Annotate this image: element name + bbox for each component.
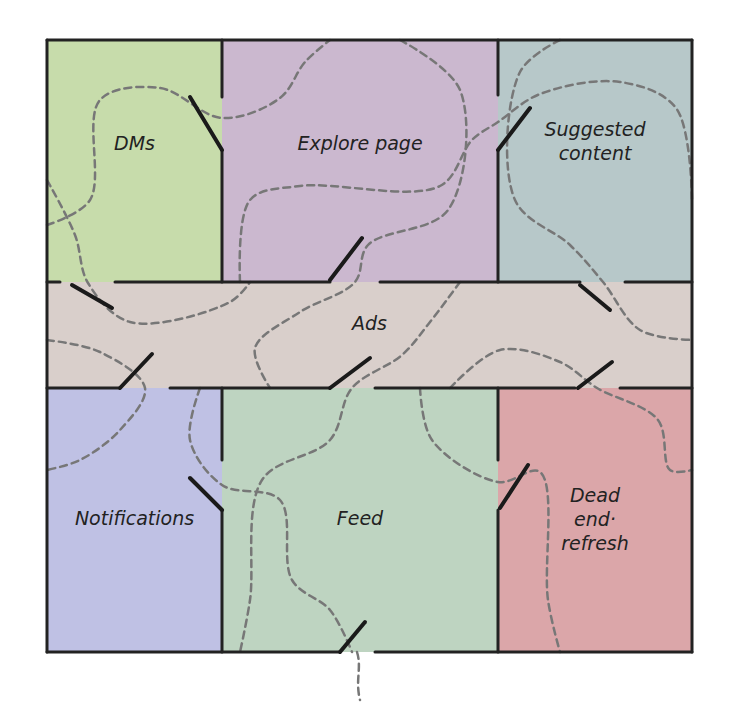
footpath <box>47 40 330 225</box>
door-leaf <box>578 362 612 388</box>
walls <box>47 40 692 652</box>
wall <box>221 388 224 460</box>
wall <box>47 281 60 284</box>
wall <box>221 510 224 652</box>
footpath <box>189 388 352 652</box>
wall <box>497 40 500 95</box>
door-leaf <box>190 478 222 510</box>
door-leaf <box>340 622 365 652</box>
door-leaf <box>190 97 222 150</box>
wall <box>380 281 580 284</box>
door-leaf <box>498 108 530 150</box>
footpath <box>420 388 560 652</box>
footpath <box>255 40 467 388</box>
wall <box>47 387 120 390</box>
footpath <box>47 180 250 324</box>
room-fill <box>47 282 692 388</box>
room: Explore page <box>222 40 498 282</box>
room-fill <box>47 40 222 282</box>
wall <box>46 40 49 652</box>
door-leaf <box>72 285 112 308</box>
wall <box>497 388 500 460</box>
door-leaf <box>120 354 152 388</box>
door-leaf <box>330 238 362 280</box>
room-label: DMs <box>114 132 155 156</box>
wall <box>170 387 330 390</box>
room: Suggested content <box>498 40 692 282</box>
wall <box>620 387 692 390</box>
doors <box>72 97 612 652</box>
wall <box>625 281 692 284</box>
door-leaf <box>500 465 528 508</box>
door-leaf <box>580 285 610 310</box>
footpath <box>240 282 460 652</box>
wall <box>221 150 224 282</box>
room-label: Explore page <box>297 132 422 156</box>
exit-footpath <box>357 652 360 700</box>
footpath <box>507 40 692 340</box>
wall <box>497 150 500 282</box>
footpath <box>47 340 145 470</box>
room-label: Dead end· refresh <box>554 484 636 555</box>
room: DMs <box>47 40 222 282</box>
room-label: Feed <box>337 507 383 531</box>
room-label: Ads <box>352 312 387 336</box>
room-fills <box>47 40 692 652</box>
room-label: Suggested content <box>533 118 658 166</box>
room-fill <box>498 388 692 652</box>
room-label: Notifications <box>75 507 194 531</box>
room-fill <box>222 40 498 282</box>
room: Notifications <box>47 388 222 652</box>
wall <box>375 387 575 390</box>
wall <box>47 39 692 42</box>
door-leaf <box>330 358 370 388</box>
wall <box>497 510 500 652</box>
room: Ads <box>47 282 692 388</box>
wall <box>691 40 694 652</box>
wall <box>375 651 692 654</box>
wall <box>47 651 340 654</box>
room: Dead end· refresh <box>498 388 692 652</box>
wall <box>221 40 224 97</box>
footpath <box>450 349 692 472</box>
footpaths <box>47 40 692 652</box>
room-fill <box>498 40 692 282</box>
room: Feed <box>222 388 498 652</box>
room-fill <box>222 388 498 652</box>
room-fill <box>47 388 222 652</box>
